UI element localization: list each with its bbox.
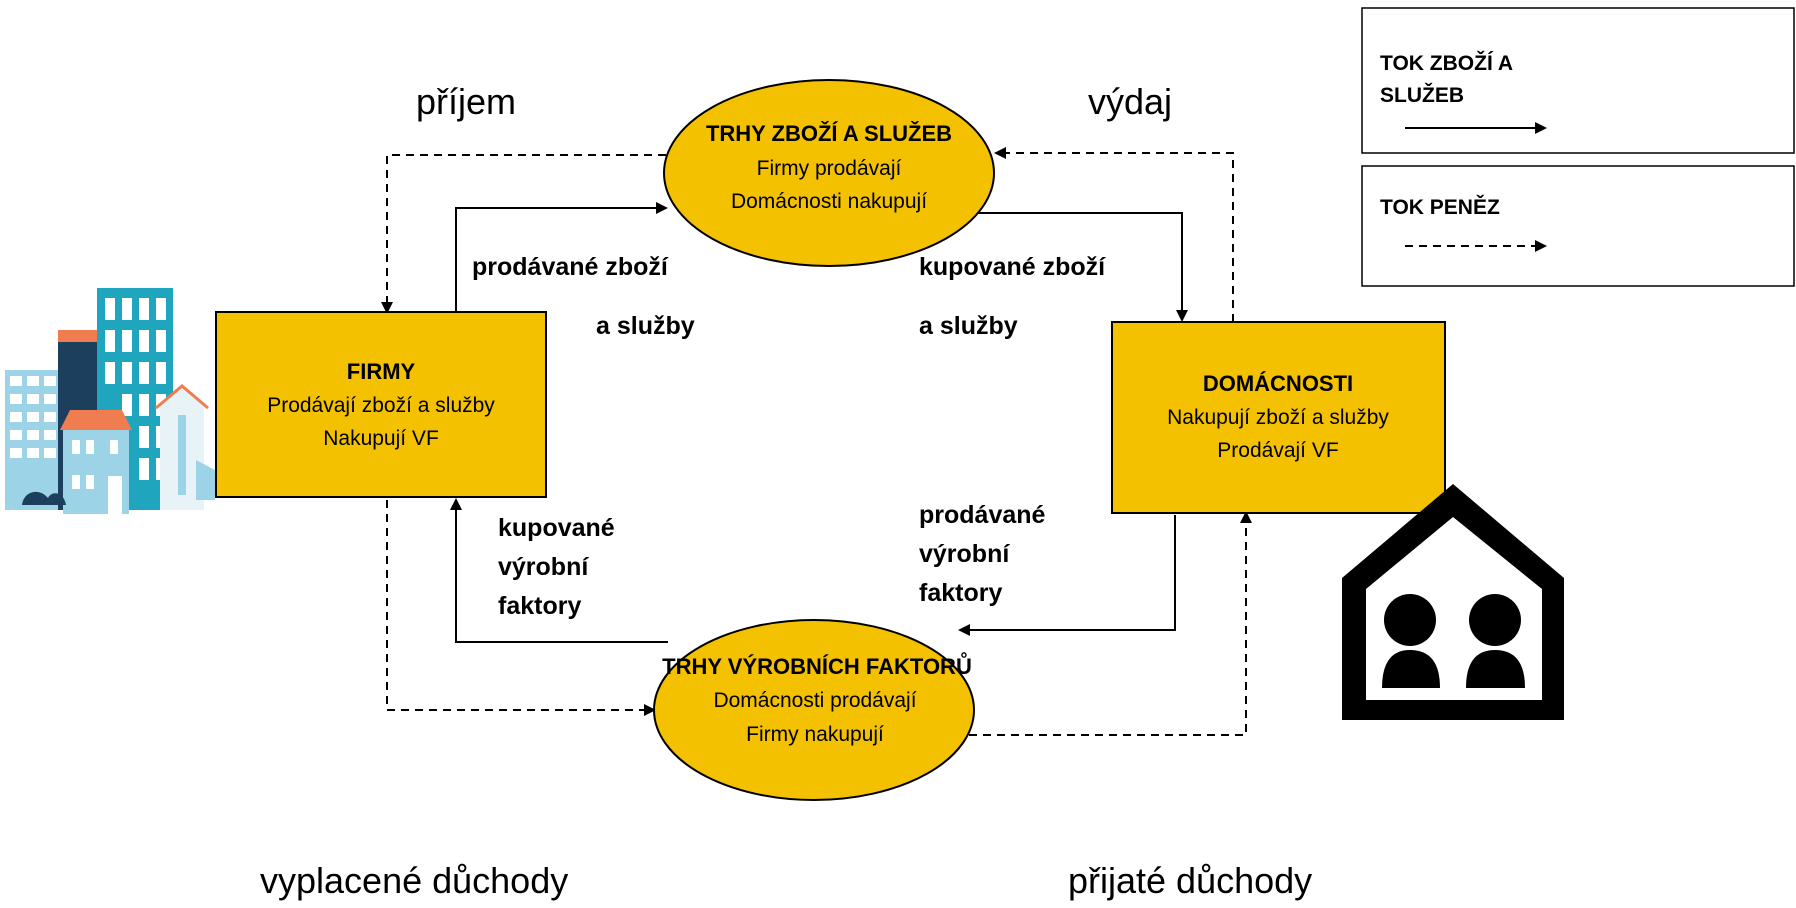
- flow-sold-goods-arrow: [455, 202, 668, 313]
- legend-goods-flow-box: [1361, 7, 1795, 154]
- firms-node: FIRMY Prodávají zboží a služby Nakupují …: [215, 311, 547, 498]
- money-expense-arrow: [994, 147, 1234, 322]
- flow-bought-factors-arrow: [450, 498, 668, 643]
- label-bought-goods-2: a služby: [919, 312, 1018, 340]
- money-income-arrow: [381, 154, 666, 314]
- label-sold-goods-1: prodávané zboží: [472, 253, 669, 281]
- label-bought-factors-3: faktory: [498, 592, 581, 620]
- goods-market-ellipse: [663, 79, 995, 267]
- label-bought-factors-1: kupované: [498, 514, 615, 542]
- firms-line1: Prodávají zboží a služby: [267, 394, 495, 417]
- label-sold-factors-1: prodávané: [919, 501, 1046, 529]
- flow-sold-factors-arrow: [958, 515, 1176, 636]
- label-sold-factors-2: výrobní: [919, 540, 1010, 568]
- legend-goods-flow: TOK ZBOŽÍ A SLUŽEB: [1361, 7, 1795, 154]
- city-buildings-icon: [5, 288, 215, 514]
- firms-box: [215, 311, 547, 498]
- label-sold-goods-2: a služby: [596, 312, 695, 340]
- money-paid-incomes-arrow: [386, 500, 656, 716]
- goods-market-title: TRHY ZBOŽÍ A SLUŽEB: [706, 121, 952, 146]
- households-box: [1111, 321, 1446, 514]
- households-title: DOMÁCNOSTI: [1203, 371, 1353, 396]
- firms-title: FIRMY: [347, 359, 416, 384]
- legend-goods-flow-label-2: SLUŽEB: [1380, 83, 1464, 107]
- households-line2: Prodávají VF: [1217, 439, 1338, 462]
- factor-market-line1: Domácnosti prodávají: [713, 689, 916, 712]
- legend-goods-flow-label-1: TOK ZBOŽÍ A: [1380, 51, 1513, 75]
- house-people-icon: [1342, 484, 1564, 720]
- label-received-incomes: přijaté důchody: [1068, 860, 1312, 901]
- label-sold-factors-3: faktory: [919, 579, 1002, 607]
- legend-money-flow-label: TOK PENĚZ: [1380, 195, 1500, 219]
- goods-market-line1: Firmy prodávají: [757, 157, 902, 180]
- households-node: DOMÁCNOSTI Nakupují zboží a služby Prodá…: [1111, 321, 1446, 514]
- label-bought-factors-2: výrobní: [498, 553, 589, 581]
- factor-market-line2: Firmy nakupují: [746, 723, 884, 746]
- label-income: příjem: [416, 81, 516, 122]
- flow-bought-goods-arrow: [957, 212, 1188, 322]
- goods-market-node: TRHY ZBOŽÍ A SLUŽEB Firmy prodávají Domá…: [663, 79, 995, 267]
- legend-money-flow-box: [1361, 165, 1795, 287]
- label-paid-incomes: vyplacené důchody: [260, 860, 568, 901]
- legend-money-flow: TOK PENĚZ: [1361, 165, 1795, 287]
- factor-market-node: TRHY VÝROBNÍCH FAKTORŮ Domácnosti prodáv…: [653, 619, 975, 801]
- goods-market-line2: Domácnosti nakupují: [731, 190, 927, 213]
- factor-market-ellipse: [653, 619, 975, 801]
- money-received-incomes-arrow: [955, 511, 1252, 736]
- households-line1: Nakupují zboží a služby: [1167, 406, 1389, 429]
- factor-market-title: TRHY VÝROBNÍCH FAKTORŮ: [662, 651, 972, 679]
- label-expense: výdaj: [1088, 81, 1172, 122]
- label-bought-goods-1: kupované zboží: [919, 253, 1106, 281]
- firms-line2: Nakupují VF: [323, 427, 439, 450]
